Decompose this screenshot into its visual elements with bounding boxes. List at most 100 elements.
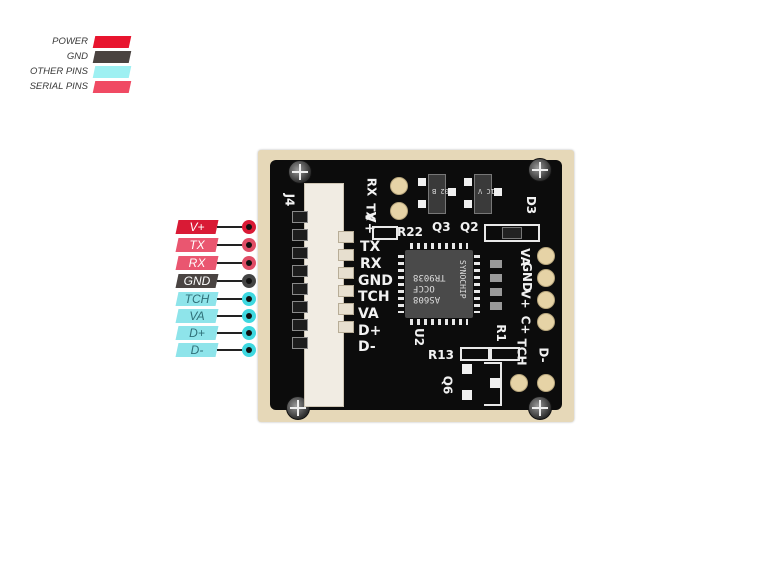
- silk-pin-label: D+: [358, 323, 382, 339]
- silk-right-pin: GND: [519, 262, 534, 292]
- silk-right-pin: C+: [518, 315, 533, 335]
- pin-dot-icon: [242, 256, 256, 270]
- connector-pin: [292, 283, 308, 295]
- solder-pad-rx: [390, 177, 408, 195]
- pin-wire: [217, 244, 247, 246]
- pin-dot-icon: [242, 309, 256, 323]
- connector-pin: [292, 247, 308, 259]
- smd-pad: [418, 200, 426, 208]
- pin-d-minus: D-: [175, 342, 260, 358]
- legend-item-power: POWER: [20, 35, 132, 49]
- pin-wire: [217, 226, 247, 228]
- r1-resistor: [490, 347, 520, 361]
- connector-slot: [338, 303, 354, 315]
- q3-transistor: [428, 174, 446, 214]
- smd-pad: [418, 178, 426, 186]
- test-pad: [490, 260, 502, 268]
- pin-wire: [217, 349, 247, 351]
- connector-slot: [338, 231, 354, 243]
- chip-pins-left: [398, 255, 404, 313]
- silk-r13: R13: [428, 348, 454, 362]
- pin-dot-icon: [242, 343, 256, 357]
- solder-pad: [510, 374, 528, 392]
- pin-label: VA: [189, 309, 205, 323]
- smd-pad: [462, 364, 472, 374]
- test-pad: [490, 274, 502, 282]
- silk-q3: Q3: [432, 220, 451, 234]
- pin-label: TX: [189, 238, 205, 252]
- legend-swatch-power: [92, 36, 132, 48]
- chip-line2: OCCF: [413, 283, 435, 293]
- r13-resistor: [460, 347, 490, 361]
- chip-pins-top: [410, 243, 468, 249]
- as608-chip: SYNOCHIP AS608 OCCF TR9038: [405, 250, 473, 318]
- solder-pad-tx: [390, 202, 408, 220]
- silk-u2: U2: [412, 327, 427, 347]
- pin-tx: TX: [175, 237, 260, 253]
- diode-body: [502, 227, 522, 239]
- q6-outline: [484, 362, 502, 406]
- pin-wire: [217, 298, 247, 300]
- legend-item-other-pins: OTHER PINS: [20, 65, 132, 79]
- legend-item-gnd: GND: [20, 50, 132, 64]
- silk-rx: RX: [364, 177, 379, 197]
- pin-label: D-: [190, 343, 204, 357]
- pin-label: D+: [189, 326, 205, 340]
- connector-slot: [338, 267, 354, 279]
- connector-slot: [338, 285, 354, 297]
- silk-r1: R1: [493, 324, 508, 342]
- connector-pin: [292, 265, 308, 277]
- pin-dot-icon: [242, 326, 256, 340]
- pin-va: VA: [175, 308, 260, 324]
- silk-r22: R22: [397, 225, 423, 239]
- q2-transistor: [474, 174, 492, 214]
- pin-dot-icon: [242, 220, 256, 234]
- legend-label: GND: [66, 51, 88, 62]
- silk-right-pin: V+: [518, 289, 533, 309]
- pin-label: RX: [188, 256, 206, 270]
- pin-label: V+: [189, 220, 205, 234]
- chip-line3: TR9038: [413, 272, 446, 282]
- connector-slot: [338, 249, 354, 261]
- smd-pad: [462, 390, 472, 400]
- solder-pad: [537, 291, 555, 309]
- q2-marking: 1C V: [478, 187, 495, 195]
- r22-resistor: [372, 226, 398, 240]
- legend-label: OTHER PINS: [29, 66, 88, 77]
- pin-dot-icon: [242, 274, 256, 288]
- chip-line1: AS608: [413, 294, 441, 304]
- connector-slot: [338, 321, 354, 333]
- pin-wire: [217, 315, 247, 317]
- pin-gnd: GND: [175, 273, 260, 289]
- silk-pin-label: TCH: [358, 289, 390, 305]
- chip-brand: SYNOCHIP: [458, 260, 467, 299]
- silk-right-pin: D-: [536, 347, 551, 363]
- connector-pin: [292, 211, 308, 223]
- chip-pins-right: [474, 255, 480, 313]
- test-pad: [490, 288, 502, 296]
- pin-wire: [217, 280, 247, 282]
- screw-icon: [528, 396, 552, 420]
- silk-q2: Q2: [460, 220, 479, 234]
- silk-pin-label: RX: [360, 256, 382, 272]
- smd-pad: [464, 200, 472, 208]
- legend-label: SERIAL PINS: [29, 81, 88, 92]
- chip-pins-bottom: [410, 319, 468, 325]
- legend-swatch-gnd: [92, 51, 132, 63]
- legend-label: POWER: [52, 36, 88, 47]
- pin-dot-icon: [242, 238, 256, 252]
- legend-swatch-other-pins: [92, 66, 132, 78]
- silk-d3: D3: [524, 195, 539, 215]
- pin-rx: RX: [175, 255, 260, 271]
- d3-diode: [484, 224, 540, 242]
- pin-d-plus: D+: [175, 325, 260, 341]
- smd-pad: [448, 188, 456, 196]
- silk-pin-label: VA: [358, 306, 379, 322]
- silk-pin-label: GND: [358, 273, 393, 289]
- silk-pin-label: TX: [360, 239, 381, 255]
- pin-label: TCH: [184, 292, 210, 306]
- smd-pad: [464, 178, 472, 186]
- pin-label: GND: [183, 274, 211, 288]
- connector-pin: [292, 319, 308, 331]
- j4-connector: [292, 183, 354, 407]
